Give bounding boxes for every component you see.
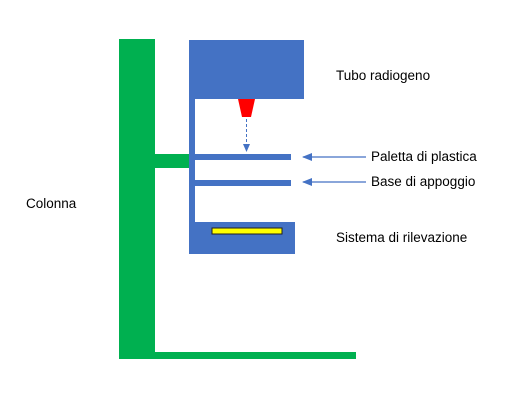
column-arm <box>155 154 190 168</box>
detector-plate <box>211 227 283 235</box>
detector-housing <box>189 222 295 254</box>
c-arm-vertical <box>189 99 195 254</box>
support-label: Base di appoggio <box>371 174 476 189</box>
tube-label: Tubo radiogeno <box>336 68 431 83</box>
detector-label: Sistema di rilevazione <box>336 230 468 245</box>
c-arm <box>189 40 304 254</box>
column-shape <box>119 39 356 359</box>
column-label: Colonna <box>26 196 77 211</box>
tube-housing <box>189 40 304 99</box>
support-plate <box>189 180 291 186</box>
compression-paddle <box>189 154 291 160</box>
xray-focal-spot <box>238 99 255 117</box>
paddle-label: Paletta di plastica <box>371 149 477 164</box>
column-vertical <box>119 39 155 359</box>
column-base <box>119 352 356 359</box>
